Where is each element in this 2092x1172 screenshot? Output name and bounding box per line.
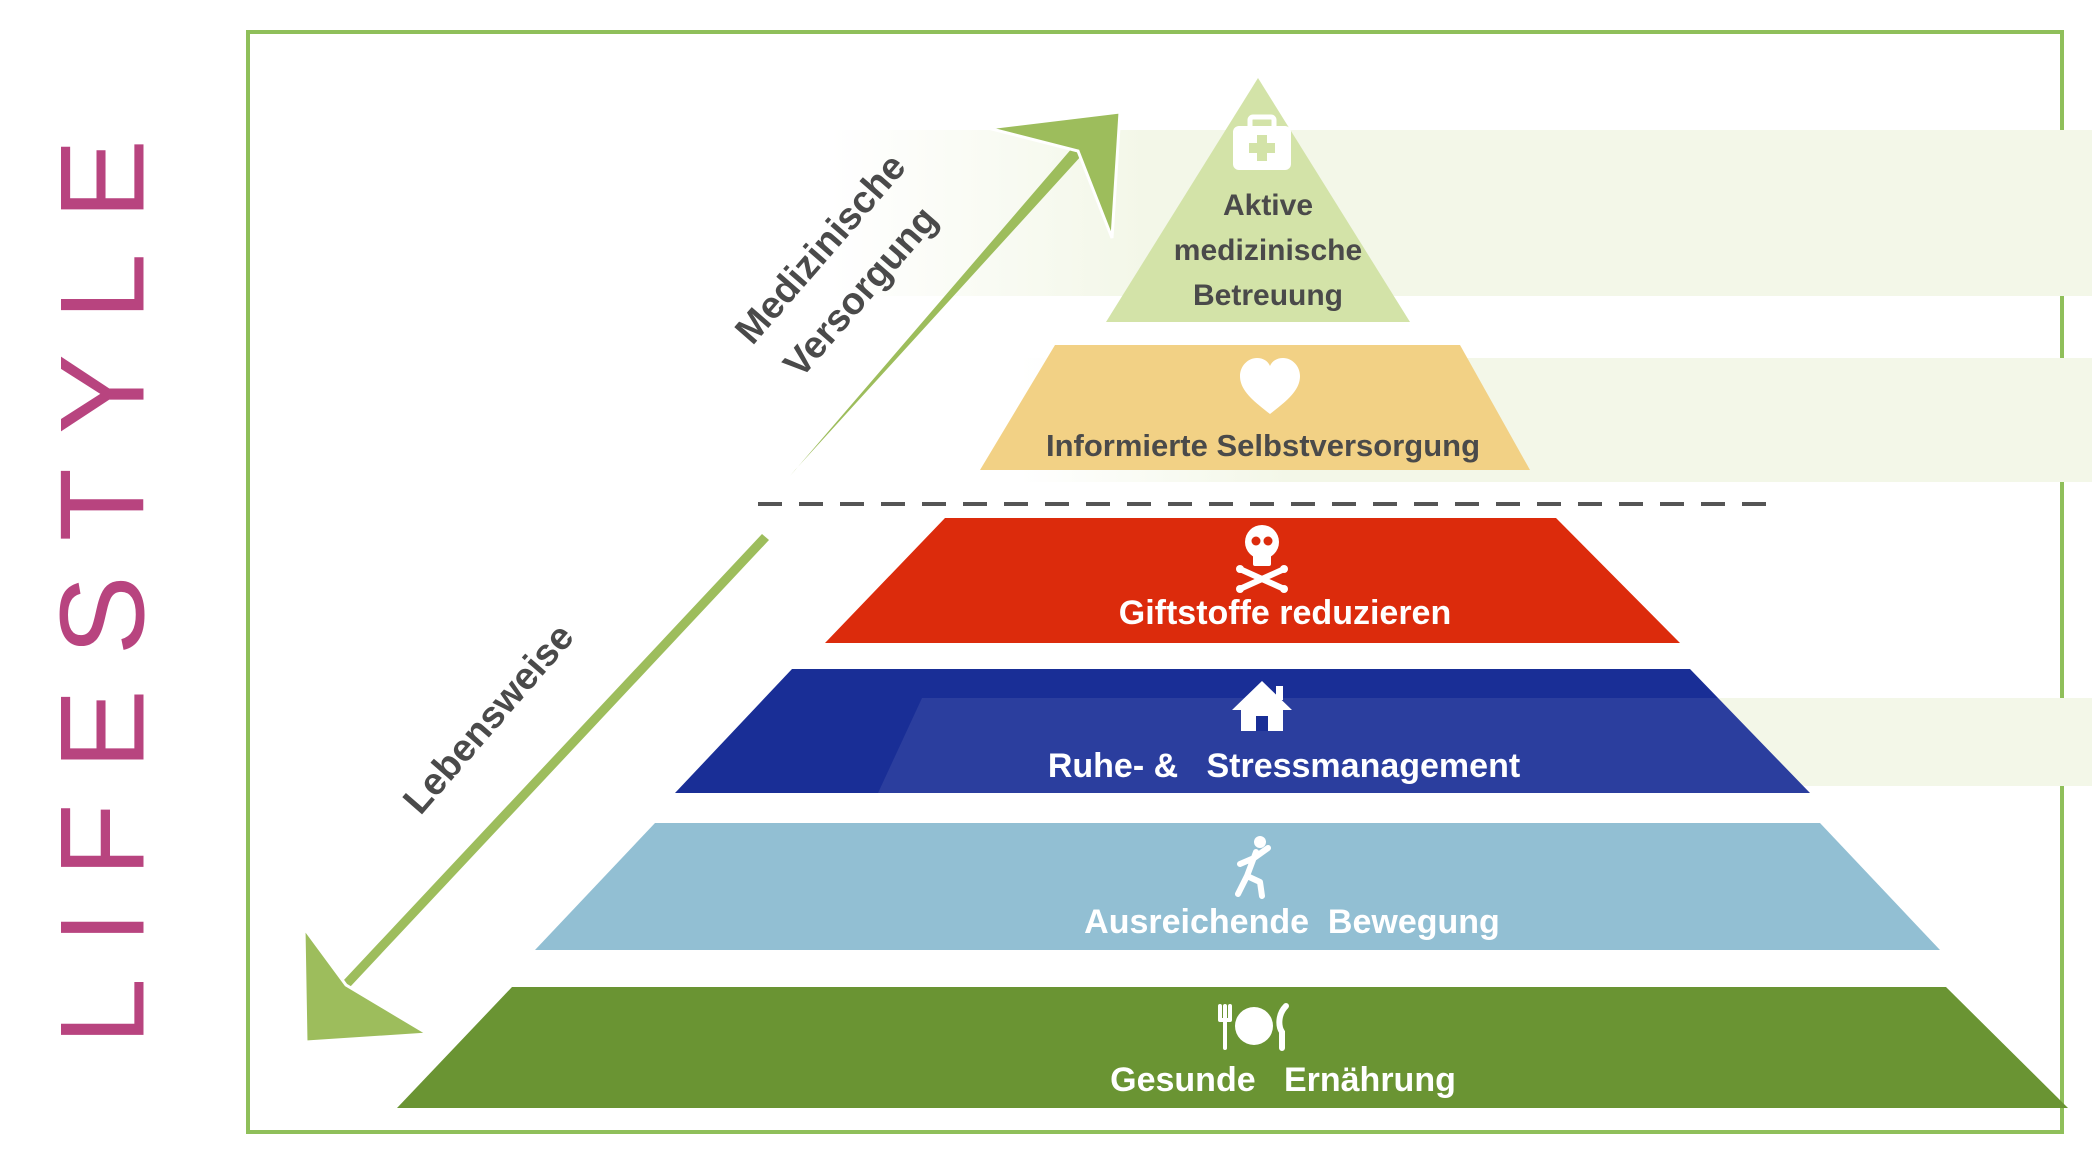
level-label: Giftstoffe reduzieren (1119, 594, 1451, 632)
side-title: LIFESTYLE (36, 105, 170, 1045)
level-label: Betreuung (1193, 279, 1343, 312)
pyramid-level-rest: Ruhe- & Stressmanagement (675, 669, 1810, 793)
pyramid-level-self-care: Informierte Selbstversorgung (980, 345, 1530, 470)
arrow-shaft (343, 534, 769, 987)
pyramid-level-nutrition: Gesunde Ernährung (397, 987, 2068, 1108)
background-band (830, 130, 2092, 296)
running-person-icon (1235, 836, 1271, 899)
level-label: Ausreichende Bewegung (1084, 903, 1500, 941)
pyramid-level-top: Aktive medizinische Betreuung (1106, 78, 1410, 322)
arrow-shaft (790, 147, 1082, 476)
level-label: Informierte Selbstversorgung (1046, 428, 1480, 463)
plate-cutlery-icon (1218, 1003, 1289, 1051)
first-aid-kit-icon (1233, 114, 1291, 170)
house-icon (1232, 681, 1292, 731)
level-label: Aktive (1223, 189, 1313, 222)
arrow-head (987, 110, 1122, 239)
arrow-head (302, 923, 433, 1044)
pyramid-level-movement: Ausreichende Bewegung (535, 823, 1940, 950)
diagram-frame (246, 30, 2064, 1134)
pyramid-level-shape (980, 345, 1530, 470)
level-label: Gesunde Ernährung (1110, 1061, 1456, 1099)
skull-crossbones-icon (1236, 525, 1288, 593)
heart-icon (1240, 358, 1300, 414)
pyramid-level-shading (878, 698, 1810, 793)
pyramid-level-shape (1106, 78, 1410, 322)
level-label: Ruhe- & Stressmanagement (1048, 747, 1520, 785)
level-label: medizinische (1174, 234, 1362, 267)
arrow-label: Lebensweise (395, 616, 582, 822)
pyramid-level-shape (397, 987, 2068, 1108)
pyramid-level-shape (535, 823, 1940, 950)
pyramid-level-toxins: Giftstoffe reduzieren (825, 518, 1680, 643)
